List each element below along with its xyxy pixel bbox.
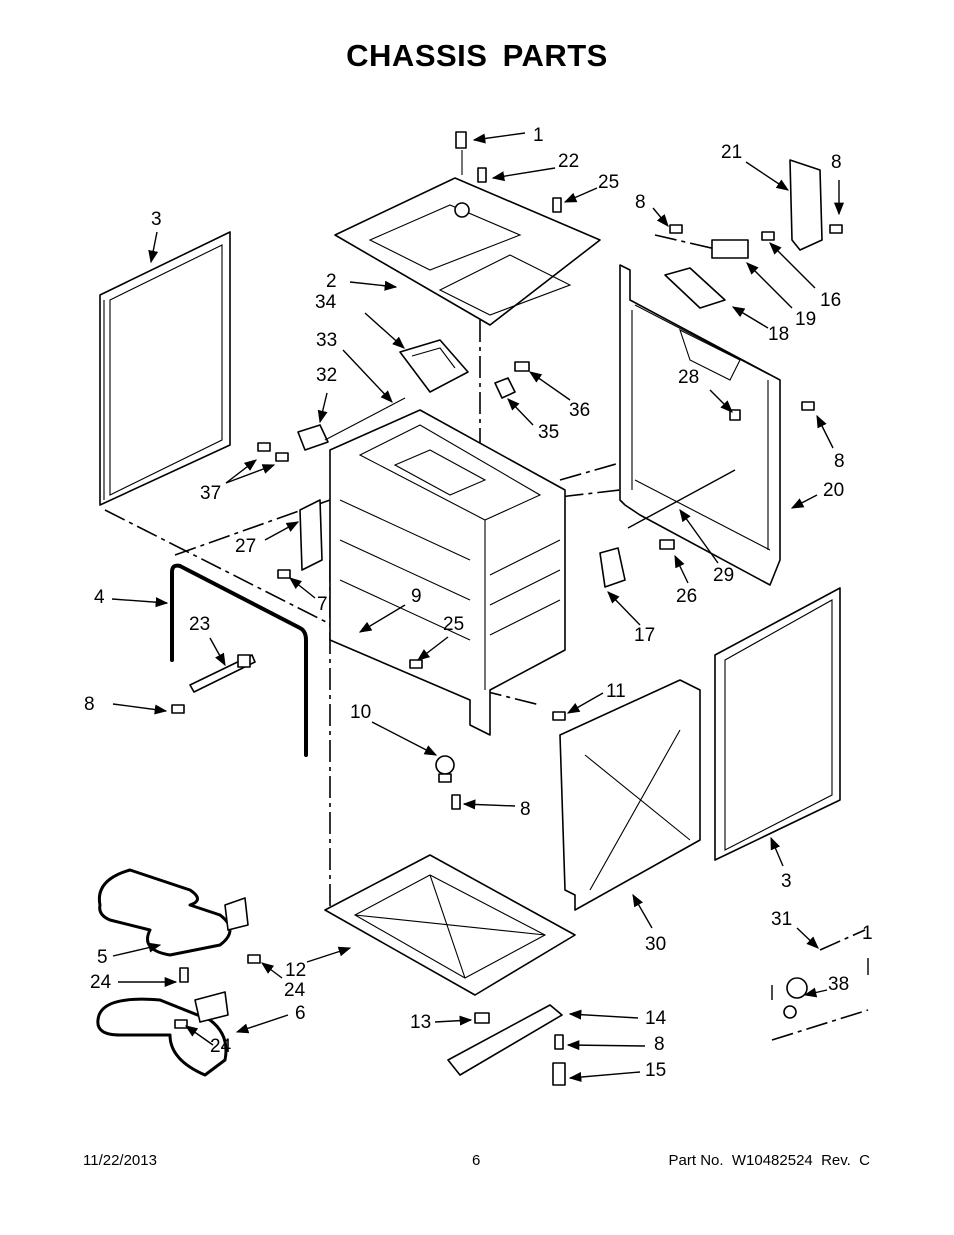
- callout-9: 9: [411, 586, 422, 607]
- callout-17: 17: [634, 625, 655, 646]
- part-21-bracket: [789, 159, 823, 251]
- callout-37: 37: [200, 483, 221, 504]
- part-10-fitting: [435, 755, 455, 783]
- part-20-rear-frame: [619, 264, 781, 586]
- callout-11: 11: [606, 681, 626, 702]
- part-6-bake-element: [96, 991, 229, 1077]
- callout-34: 34: [315, 292, 337, 313]
- callout-16: 16: [820, 290, 841, 311]
- part-35-36-connector: [494, 361, 530, 399]
- part-23-sensor: [189, 654, 256, 693]
- callout-25: 25: [443, 614, 464, 635]
- part-30-side-panel: [559, 679, 701, 911]
- part-19-block: [711, 239, 749, 259]
- callout-8: 8: [635, 192, 646, 213]
- callout-5: 5: [97, 947, 108, 968]
- footer-date: 11/22/2013: [83, 1152, 157, 1169]
- page-title: CHASSIS PARTS: [346, 38, 608, 73]
- part-12-bottom-tray: [324, 854, 576, 996]
- callout-4: 4: [94, 587, 105, 608]
- callout-1: 1: [533, 125, 544, 146]
- part-5-broil-element: [97, 868, 249, 957]
- callout-28: 28: [678, 367, 699, 388]
- callout-19: 19: [795, 309, 816, 330]
- callout-7: 7: [317, 594, 328, 615]
- callout-24: 24: [90, 972, 112, 993]
- callout-1: 1: [862, 923, 873, 944]
- oven-cavity: [329, 409, 566, 736]
- leader-lines: [111, 132, 869, 1083]
- callout-8: 8: [520, 799, 531, 820]
- callout-33: 33: [316, 330, 337, 351]
- part-3-left-panel: [99, 231, 231, 506]
- callout-30: 30: [645, 934, 666, 955]
- footer-part-number: Part No. W10482524 Rev. C: [668, 1152, 870, 1169]
- callout-27: 27: [235, 536, 256, 557]
- part-18-bracket: [664, 267, 726, 309]
- callout-14: 14: [645, 1008, 667, 1029]
- callout-23: 23: [189, 614, 210, 635]
- top-screws: [477, 167, 562, 213]
- callout-31: 31: [771, 909, 792, 930]
- part-17-bracket: [599, 539, 675, 588]
- part-1-top-pin: [455, 131, 467, 175]
- part-38-knob: [783, 977, 808, 1019]
- part-2-top-plate: [334, 177, 601, 326]
- callout-10: 10: [350, 702, 371, 723]
- callout-8: 8: [834, 451, 845, 472]
- callout-8: 8: [84, 694, 95, 715]
- callout-38: 38: [828, 974, 849, 995]
- part-32-33-element: [297, 397, 406, 451]
- callout-24: 24: [210, 1036, 232, 1057]
- callout-18: 18: [768, 324, 789, 345]
- callout-6: 6: [295, 1003, 306, 1024]
- part-3-right-panel: [714, 587, 841, 861]
- callout-13: 13: [410, 1012, 431, 1033]
- callout-3: 3: [151, 209, 162, 230]
- callout-22: 22: [558, 151, 579, 172]
- callout-8: 8: [654, 1034, 665, 1055]
- callout-26: 26: [676, 586, 697, 607]
- callout-3: 3: [781, 871, 792, 892]
- screws: [171, 224, 843, 1050]
- part-27-bracket: [299, 499, 323, 571]
- callout-15: 15: [645, 1060, 666, 1081]
- callout-25: 25: [598, 172, 619, 193]
- part-34-switch-bracket: [399, 339, 469, 393]
- callout-36: 36: [569, 400, 590, 421]
- callout-32: 32: [316, 365, 337, 386]
- part-4-gasket: [170, 563, 308, 757]
- callout-29: 29: [713, 565, 734, 586]
- part-14-rail: [447, 1004, 566, 1086]
- callout-24: 24: [284, 980, 306, 1001]
- footer-page-number: 6: [472, 1152, 481, 1169]
- callout-21: 21: [721, 142, 742, 163]
- callout-8: 8: [831, 152, 842, 173]
- callout-35: 35: [538, 422, 559, 443]
- callout-12: 12: [285, 960, 306, 981]
- callout-labels: 1 22 25 21 8 8 3 2 34 33 32 16 19 18 36 …: [84, 125, 873, 1081]
- callout-20: 20: [823, 480, 844, 501]
- callout-2: 2: [326, 271, 337, 292]
